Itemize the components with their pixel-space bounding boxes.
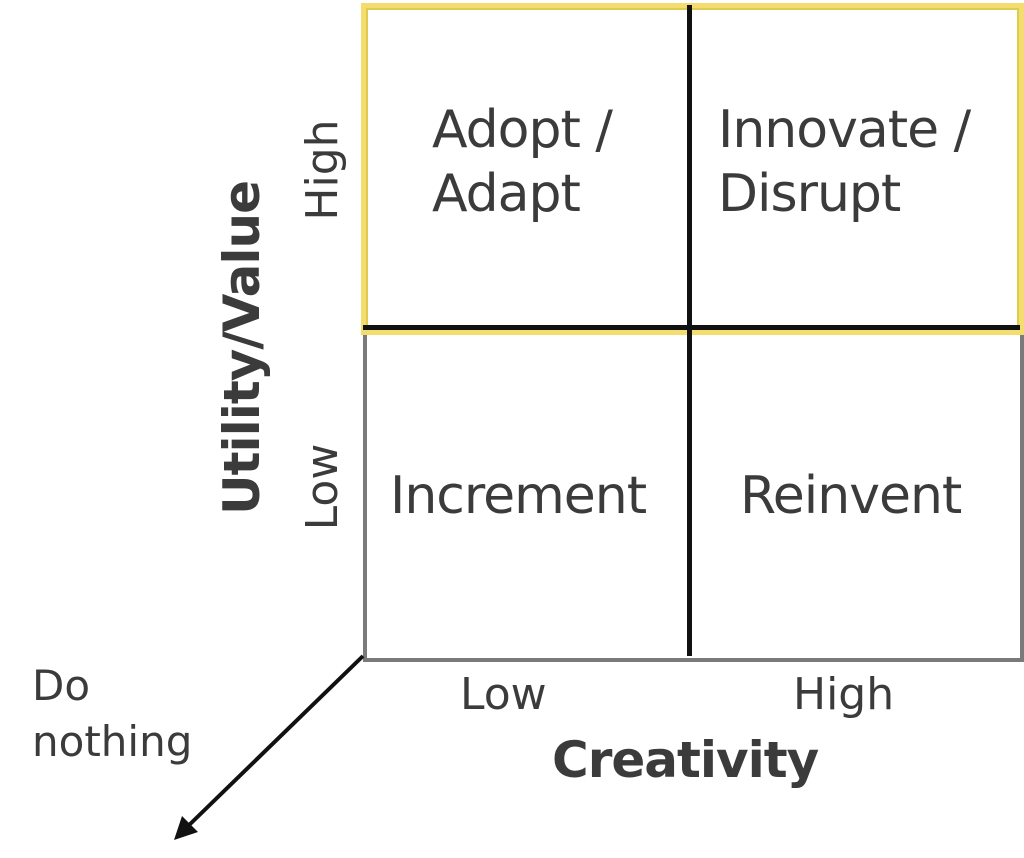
quadrant-adopt-line-2: Adapt — [432, 164, 581, 224]
y-axis-title: Utility/Value — [213, 180, 271, 516]
x-axis-title: Creativity — [552, 731, 819, 789]
do-nothing-arrow-head — [174, 816, 198, 840]
y-axis-high-label: High — [297, 119, 348, 221]
do-nothing-arrow — [174, 654, 365, 840]
quadrant-innovate-disrupt: Innovate / Disrupt — [718, 98, 971, 226]
quadrant-increment: Increment — [390, 466, 647, 526]
do-nothing-line-1: Do — [32, 661, 91, 710]
do-nothing-line-2: nothing — [32, 717, 193, 766]
quadrant-adopt-line-1: Adopt / — [432, 100, 613, 160]
do-nothing-label: Do nothing — [32, 658, 192, 770]
top-row-highlight — [361, 3, 1024, 335]
quadrant-innovate-line-1: Innovate / — [718, 100, 971, 160]
quadrant-adopt-adapt: Adopt / Adapt — [432, 98, 613, 226]
x-axis-low-label: Low — [460, 669, 547, 720]
vertical-divider — [687, 5, 692, 656]
x-axis-high-label: High — [793, 669, 895, 720]
horizontal-divider — [363, 325, 1020, 330]
quadrant-reinvent: Reinvent — [740, 466, 962, 526]
quadrant-innovate-line-2: Disrupt — [718, 164, 901, 224]
y-axis-low-label: Low — [297, 443, 348, 531]
do-nothing-arrow-shaft — [182, 654, 365, 832]
